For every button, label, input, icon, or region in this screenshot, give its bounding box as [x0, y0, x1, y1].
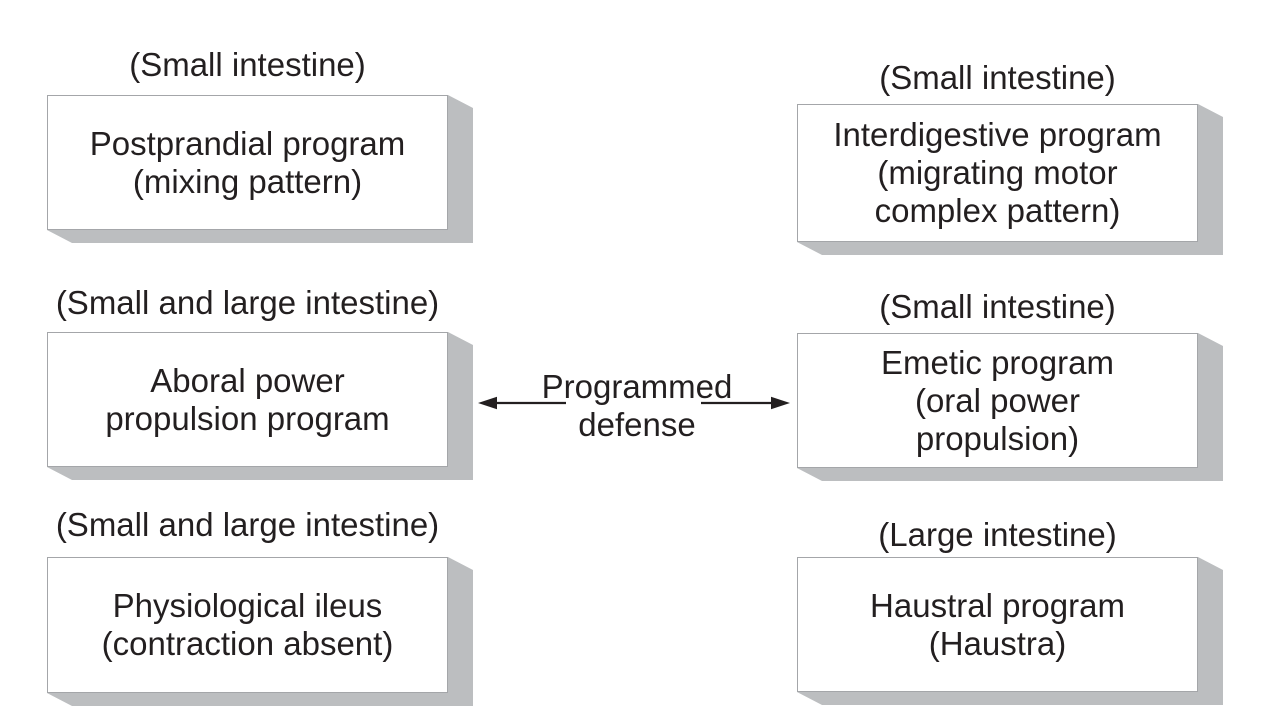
interdigestive-program-box: Interdigestive program (migrating motor …: [797, 104, 1198, 242]
region-label: (Small and large intestine): [55, 506, 440, 543]
emetic-program-box: Emetic program (oral power propulsion): [797, 333, 1198, 468]
haustral-program-box: Haustral program (Haustra): [797, 557, 1198, 692]
program-box-text: Interdigestive program (migrating motor …: [833, 116, 1162, 229]
left-arrow-icon: [478, 396, 567, 410]
programmed-defense-connector: Programmed defense: [477, 368, 797, 444]
region-label: (Small intestine): [879, 59, 1116, 96]
connector-label: Programmed defense: [541, 368, 733, 443]
program-box-text: Postprandial program (mixing pattern): [89, 124, 406, 200]
program-box-text: Emetic program (oral power propulsion): [881, 343, 1114, 457]
program-box-text: Haustral program (Haustra): [870, 586, 1125, 662]
region-label: (Small and large intestine): [55, 284, 440, 321]
physiological-ileus-box: Physiological ileus (contraction absent): [47, 557, 448, 693]
program-box-text: Physiological ileus (contraction absent): [101, 587, 394, 662]
aboral-power-propulsion-box: Aboral power propulsion program: [47, 332, 448, 467]
region-label: (Small intestine): [129, 46, 366, 83]
program-box-text: Aboral power propulsion program: [105, 361, 390, 437]
region-label: (Small intestine): [879, 288, 1116, 325]
right-arrow-icon: [701, 396, 790, 410]
postprandial-program-box: Postprandial program (mixing pattern): [47, 95, 448, 230]
region-label: (Large intestine): [878, 516, 1117, 553]
